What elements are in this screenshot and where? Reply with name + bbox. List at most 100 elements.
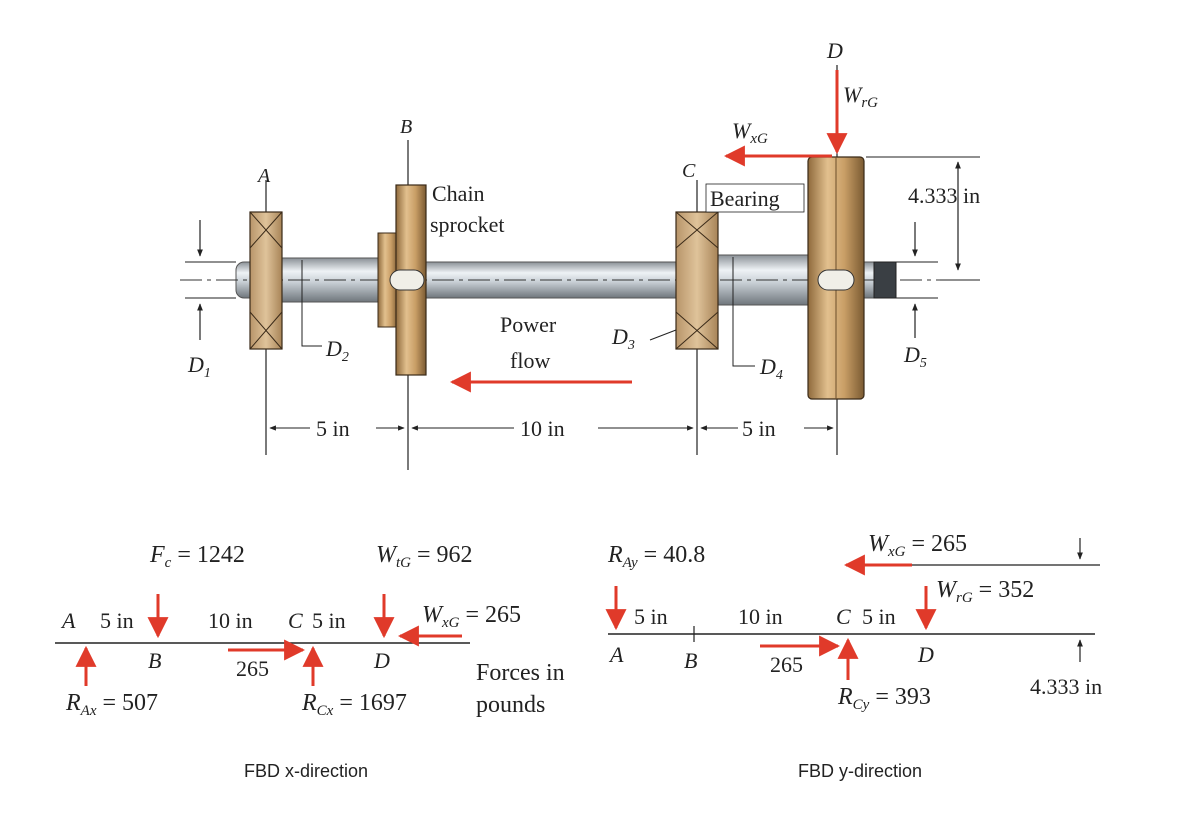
chain-label-2: sprocket — [430, 212, 505, 237]
fbdy-ray-main: R — [607, 542, 623, 568]
fbdx-wtg-sub: tG — [396, 555, 411, 571]
wrg-top-sub: rG — [861, 95, 878, 111]
dim-bc-bg — [514, 420, 598, 440]
fbdy-wxg-sub: xG — [887, 544, 906, 560]
fbd-x: Fc = 1242 WtG = 962 WxG = 265 A 5 in B 1… — [55, 542, 565, 781]
fbdy-rcy-value: = 393 — [869, 684, 931, 710]
fbdy-d-label: D — [917, 642, 934, 667]
fbdy-rcy-main: R — [837, 684, 853, 710]
wrg-top-main: W — [843, 82, 863, 107]
dim-cd-bg — [738, 420, 804, 440]
fbdx-wxg-sub: xG — [441, 615, 460, 631]
fbdy-b-label: B — [684, 648, 697, 673]
d5-sub: 5 — [920, 356, 927, 371]
fbdx-wxg-label: WxG = 265 — [422, 602, 521, 631]
shaft-nut — [873, 261, 897, 299]
fbdx-wxg-main: W — [422, 602, 444, 628]
fbdy-s2-label: 10 in — [738, 604, 783, 629]
fbdx-s1-label: 5 in — [100, 608, 134, 633]
fbdy-a-label: A — [608, 642, 624, 667]
fbdy-ray-value: = 40.8 — [638, 542, 706, 568]
gear-key-icon — [817, 269, 855, 291]
wxg-top-main: W — [732, 118, 752, 143]
fbdx-s3-label: 5 in — [312, 608, 346, 633]
radius-label: 4.333 in — [908, 183, 980, 208]
fbdy-wrg-label: WrG = 352 — [936, 577, 1034, 606]
bearing-a-cross — [249, 211, 283, 350]
fbdy-wrg-main: W — [936, 577, 958, 603]
fbdy-wxg-main: W — [868, 531, 890, 557]
d4-leader — [732, 303, 755, 367]
fbdx-wtg-value: = 962 — [411, 542, 473, 568]
fbdx-wxg-value: = 265 — [460, 602, 522, 628]
fbdy-s3-label: 5 in — [862, 604, 896, 629]
chain-label-1: Chain — [432, 181, 485, 206]
d1-main: D — [187, 352, 204, 377]
fbdx-rcx-value: = 1697 — [333, 690, 407, 716]
fbdy-wrg-sub: rG — [956, 590, 973, 606]
wxg-top-label: WxG — [732, 118, 768, 147]
fbdy-ray-label: RAy = 40.8 — [607, 542, 705, 571]
d2-leader — [301, 300, 322, 347]
fbdx-rax-value: = 507 — [97, 690, 159, 716]
bearing-label-box — [705, 183, 805, 213]
fbdy-rcy-label: RCy = 393 — [837, 684, 931, 713]
fbd-y: RAy = 40.8 WxG = 265 WrG = 352 5 in A B … — [605, 531, 1102, 781]
fbdy-ray-sub: Ay — [622, 555, 638, 571]
point-b-label: B — [400, 116, 412, 138]
d3-label: D3 — [611, 324, 635, 353]
d2-sub: 2 — [342, 350, 349, 365]
d3-sub: 3 — [627, 338, 635, 353]
fbdx-moment-label: 265 — [236, 656, 269, 681]
fbdx-caption: FBD x-direction — [244, 761, 368, 781]
power-label-1: Power — [500, 312, 557, 337]
dim-bc-label: 10 in — [520, 416, 565, 441]
d4-main: D — [759, 354, 776, 379]
fbdy-moment-label: 265 — [770, 652, 803, 677]
d4-sub: 4 — [776, 368, 783, 383]
wrg-top-label: WrG — [843, 82, 878, 111]
bearing-label: Bearing — [710, 186, 780, 211]
fbdy-wxg-value: = 265 — [906, 531, 968, 557]
d4-label: D4 — [759, 354, 783, 383]
fbdx-d-label: D — [373, 648, 390, 673]
fbdx-wtg-label: WtG = 962 — [376, 542, 473, 571]
fbdx-wtg-main: W — [376, 542, 398, 568]
fbdx-rax-sub: Ax — [80, 703, 97, 719]
fbdx-rax-main: R — [65, 690, 81, 716]
point-d-label: D — [826, 38, 843, 63]
d2-main: D — [325, 336, 342, 361]
bearing-c — [675, 211, 719, 350]
fbdx-forces-line-2: pounds — [476, 692, 545, 718]
fbdx-fc-sub: c — [165, 555, 172, 571]
fbdx-rax-label: RAx = 507 — [65, 690, 158, 719]
shaft-illustration — [180, 65, 980, 470]
bearing-c-cross — [675, 211, 719, 350]
fbdy-caption: FBD y-direction — [798, 761, 922, 781]
d3-leader — [649, 329, 677, 341]
fbdy-radius-label: 4.333 in — [1030, 674, 1102, 699]
wxg-top-sub: xG — [749, 131, 768, 147]
sprocket-key-icon — [389, 269, 425, 291]
bearing-a — [249, 211, 283, 350]
fbdx-c-label: C — [288, 608, 303, 633]
dim-ab-label: 5 in — [316, 416, 350, 441]
d5-label: D5 — [903, 342, 927, 371]
shaft-labels: 5 in 10 in 5 in A B C D Chain sprocket B… — [187, 38, 980, 441]
dim-cd-label: 5 in — [742, 416, 776, 441]
fbdy-s1-label: 5 in — [634, 604, 668, 629]
fbdy-rcy-sub: Cy — [853, 697, 870, 713]
d5-main: D — [903, 342, 920, 367]
fbdx-rcx-sub: Cx — [317, 703, 334, 719]
fbdx-s2-label: 10 in — [208, 608, 253, 633]
fbdx-fc-main: F — [149, 542, 165, 568]
fbdy-wrg-value: = 352 — [973, 577, 1035, 603]
fbdx-forces-line-1: Forces in — [476, 660, 565, 686]
fbdx-a-label: A — [60, 608, 76, 633]
fbdx-fc-label: Fc = 1242 — [149, 542, 245, 571]
d3-main: D — [611, 324, 628, 349]
fbdy-c-label: C — [836, 604, 851, 629]
power-label-2: flow — [510, 348, 550, 373]
fbdy-wxg-label: WxG = 265 — [868, 531, 967, 560]
